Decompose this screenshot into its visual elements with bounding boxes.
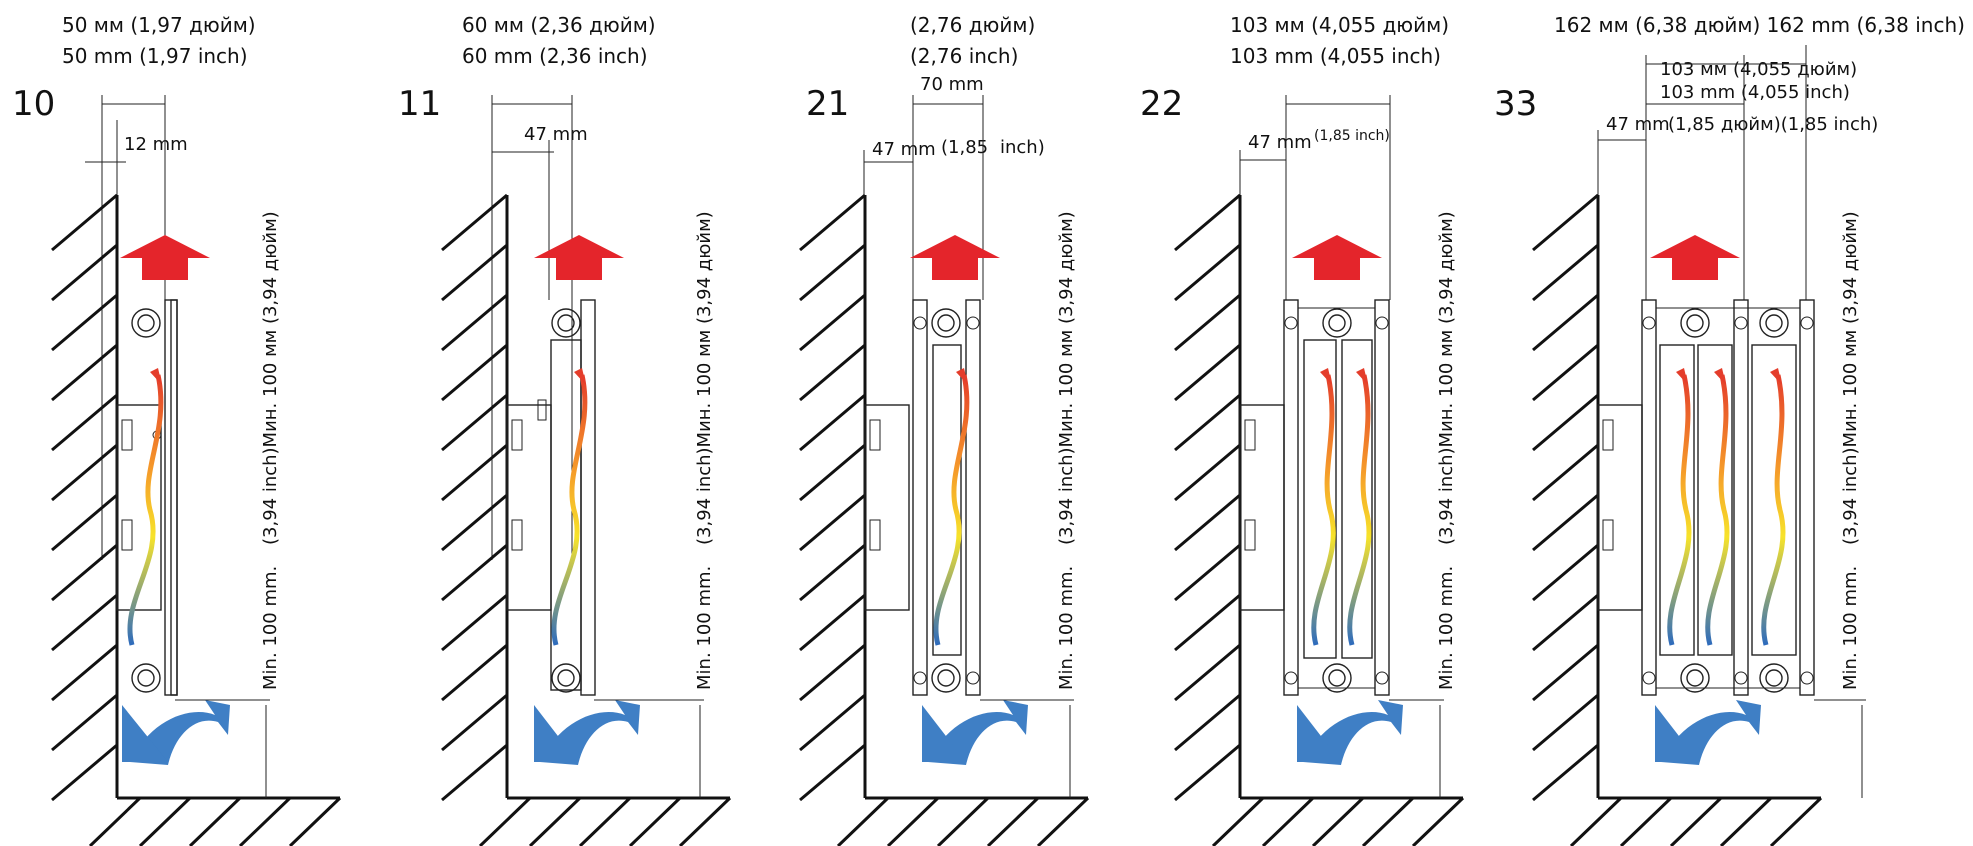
panel-22-vert-label: (3,94 inch)Мин. 100 мм (3,94 дюйм) [1436, 211, 1457, 545]
panel-33-gap-note: (1,85 дюйм)(1,85 inch) [1668, 114, 1878, 135]
convection-wave [933, 374, 970, 646]
panel-22-dim-en: 103 mm (4,055 inch) [1230, 44, 1441, 68]
dimension-lines [1239, 95, 1391, 300]
panel-33-type-label: 33 [1494, 84, 1537, 124]
convection-wave-3-head [1770, 368, 1782, 385]
convection-wave-head [574, 368, 586, 385]
radiator-body [1641, 299, 1815, 696]
panel-21-gap-note-2: inch) [1000, 137, 1045, 158]
wall [799, 193, 1090, 846]
wall-bracket [116, 404, 162, 611]
convection-wave-left [1311, 374, 1336, 646]
convection-wave-3 [1761, 374, 1786, 646]
panel-11-dim-ru: 60 мм (2,36 дюйм) [462, 13, 656, 37]
panel-type-10: 50 мм (1,97 дюйм) 50 mm (1,97 inch) 10 1… [0, 0, 394, 846]
radiator-body [1283, 299, 1390, 696]
warm-air-up-arrow [534, 235, 624, 280]
wall-bracket [864, 404, 910, 611]
panel-11-dim-en: 60 mm (2,36 inch) [462, 44, 648, 68]
panel-22-gap-note: (1,85 inch) [1314, 128, 1390, 144]
wall [441, 193, 732, 846]
panel-type-21: (2,76 дюйм) (2,76 inch) 70 mm 21 47 mm (… [788, 0, 1182, 846]
warm-air-up-arrow [910, 235, 1000, 280]
warm-air-up-arrow [1650, 235, 1740, 280]
panel-21-depth-dim: 70 mm [920, 74, 984, 95]
panel-type-11: 60 мм (2,36 дюйм) 60 mm (2,36 inch) 11 4… [394, 0, 788, 846]
panel-11-vert-label: (3,94 inch)Мин. 100 мм (3,94 дюйм) [694, 211, 715, 545]
convection-wave-head [956, 368, 968, 385]
convection-wave-left-head [1320, 368, 1332, 385]
warm-air-up-arrow [120, 235, 210, 280]
convection-wave-1-head [1676, 368, 1688, 385]
panel-22-drawing: 103 мм (4,055 дюйм) 103 mm (4,055 inch) … [1140, 13, 1465, 846]
convection-wave-head [150, 368, 162, 385]
panel-10-min-label: Min. 100 mm. [260, 566, 281, 690]
panel-10-type-label: 10 [12, 84, 55, 124]
panel-10-vert-label: (3,94 inch)Мин. 100 мм (3,94 дюйм) [260, 211, 281, 545]
panel-22-dim-ru: 103 мм (4,055 дюйм) [1230, 13, 1449, 37]
panel-21-type-label: 21 [806, 84, 849, 124]
convection-wave-right-head [1356, 368, 1368, 385]
panel-22-min-label: Min. 100 mm. [1436, 566, 1457, 690]
panel-10-dim-ru: 50 мм (1,97 дюйм) [62, 13, 256, 37]
cold-air-in-arrow-base [534, 705, 578, 762]
panel-33-inner-dim-ru: 103 мм (4,055 дюйм) [1660, 59, 1857, 80]
panel-22-type-label: 22 [1140, 84, 1183, 124]
convection-wave [127, 374, 164, 646]
panel-33-gap-dim: 47 mm [1606, 114, 1670, 135]
panel-type-33: 162 мм (6,38 дюйм) 162 mm (6,38 inch) 33… [1494, 0, 1973, 846]
convection-wave-1 [1667, 374, 1692, 646]
dimension-lines [863, 95, 984, 300]
cold-air-in-arrow-base [1297, 705, 1341, 762]
panel-11-type-label: 11 [398, 84, 441, 124]
radiator-body [912, 299, 981, 696]
panel-33-min-label: Min. 100 mm. [1840, 566, 1861, 690]
panel-33-vert-label: (3,94 inch)Мин. 100 мм (3,94 дюйм) [1840, 211, 1861, 545]
panel-type-22: 103 мм (4,055 дюйм) 103 mm (4,055 inch) … [1140, 0, 1534, 846]
radiator-body [550, 299, 596, 696]
panel-21-min-label: Min. 100 mm. [1056, 566, 1077, 690]
panel-11-drawing: 60 мм (2,36 дюйм) 60 mm (2,36 inch) 11 4… [398, 13, 732, 846]
panel-10-drawing: 50 мм (1,97 дюйм) 50 mm (1,97 inch) 10 1… [12, 13, 342, 846]
cold-air-in-arrow-base [1655, 705, 1699, 762]
convection-wave-2 [1705, 374, 1730, 646]
convection-wave-right [1347, 374, 1372, 646]
panel-10-gap-dim: 12 mm [124, 134, 188, 155]
cold-air-in-arrow-base [122, 705, 168, 762]
warm-air-up-arrow [1292, 235, 1382, 280]
panel-33-inner-dim-en: 103 mm (4,055 inch) [1660, 82, 1850, 103]
wall [1532, 193, 1823, 846]
panel-21-drawing: (2,76 дюйм) (2,76 inch) 70 mm 21 47 mm (… [799, 13, 1090, 846]
wall-bracket [506, 399, 552, 611]
panel-11-min-label: Min. 100 mm. [694, 566, 715, 690]
wall-bracket [1239, 404, 1285, 611]
wall-bracket [1597, 404, 1643, 611]
dimension-lines [1597, 45, 1807, 300]
panel-11-gap-dim: 47 mm [524, 124, 588, 145]
radiator-body [131, 299, 178, 696]
panel-22-gap-dim: 47 mm [1248, 132, 1312, 153]
panel-10-dim-en: 50 mm (1,97 inch) [62, 44, 248, 68]
convection-wave [551, 374, 588, 646]
panel-21-gap-dim: 47 mm [872, 139, 936, 160]
panel-21-dim-en: (2,76 inch) [910, 44, 1018, 68]
wall [51, 193, 342, 846]
panel-21-gap-note-1: (1,85 [941, 137, 988, 158]
panel-21-vert-label: (3,94 inch)Мин. 100 мм (3,94 дюйм) [1056, 211, 1077, 545]
cold-air-in-arrow-base [922, 705, 966, 762]
panel-33-dim-both: 162 мм (6,38 дюйм) 162 mm (6,38 inch) [1554, 13, 1965, 37]
panel-21-dim-ru: (2,76 дюйм) [910, 13, 1035, 37]
panel-33-drawing: 162 мм (6,38 дюйм) 162 mm (6,38 inch) 33… [1494, 13, 1965, 846]
convection-wave-2-head [1714, 368, 1726, 385]
